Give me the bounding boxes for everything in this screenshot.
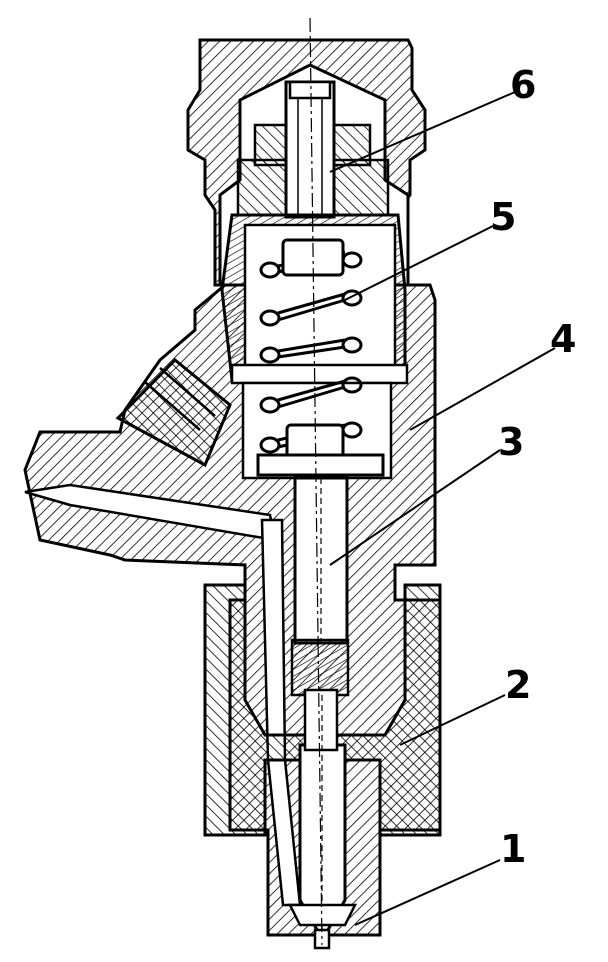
inlet-fitting: [115, 357, 232, 468]
nozzle-needle: [287, 688, 358, 950]
leader-lines: [329, 91, 556, 926]
adjusting-screw: [284, 80, 336, 219]
callout-2: 2: [505, 663, 531, 707]
callout-6: 6: [510, 63, 536, 107]
callout-1: 1: [500, 827, 526, 871]
callout-3: 3: [498, 420, 524, 464]
nozzle-nut: [203, 583, 442, 837]
lower-spring-seat: [256, 423, 385, 477]
callout-4: 4: [550, 317, 576, 361]
push-rod: [290, 476, 350, 697]
center-axis: [309, 17, 323, 946]
spring-chamber: [220, 213, 409, 385]
callout-5: 5: [490, 195, 516, 239]
